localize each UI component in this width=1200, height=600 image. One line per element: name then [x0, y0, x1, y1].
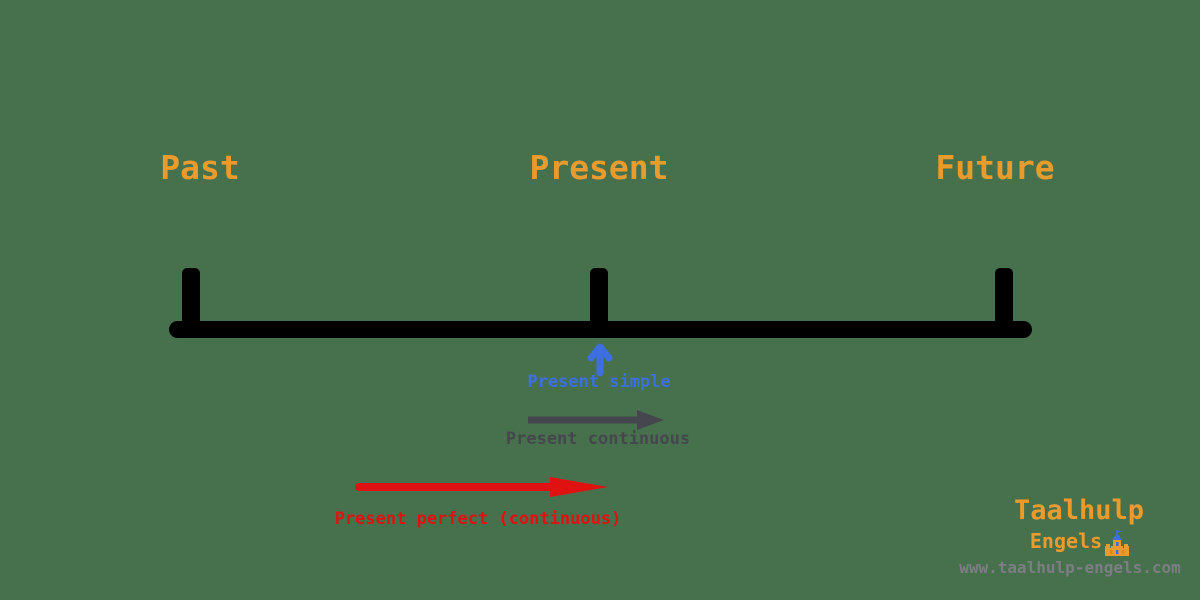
future-label: Future: [935, 148, 1055, 187]
present-continuous-label: Present continuous: [505, 429, 691, 449]
past-tick: [182, 268, 200, 330]
present-tick: [590, 268, 608, 330]
present-label: Present: [529, 148, 669, 187]
past-label: Past: [160, 148, 240, 187]
red-right-arrow-icon: [355, 477, 608, 497]
present-perfect-label: Present perfect (continuous): [334, 509, 622, 529]
castle-icon: [1105, 530, 1129, 556]
brand-title: Taalhulp: [1013, 495, 1145, 526]
present-simple-label: Present simple: [527, 372, 671, 392]
future-tick: [995, 268, 1013, 330]
brand-subtitle: Engels: [1029, 529, 1103, 553]
brand-website: www.taalhulp-engels.com: [959, 558, 1181, 577]
up-arrow-icon: [587, 343, 613, 377]
gray-right-arrow-icon: [528, 410, 664, 430]
